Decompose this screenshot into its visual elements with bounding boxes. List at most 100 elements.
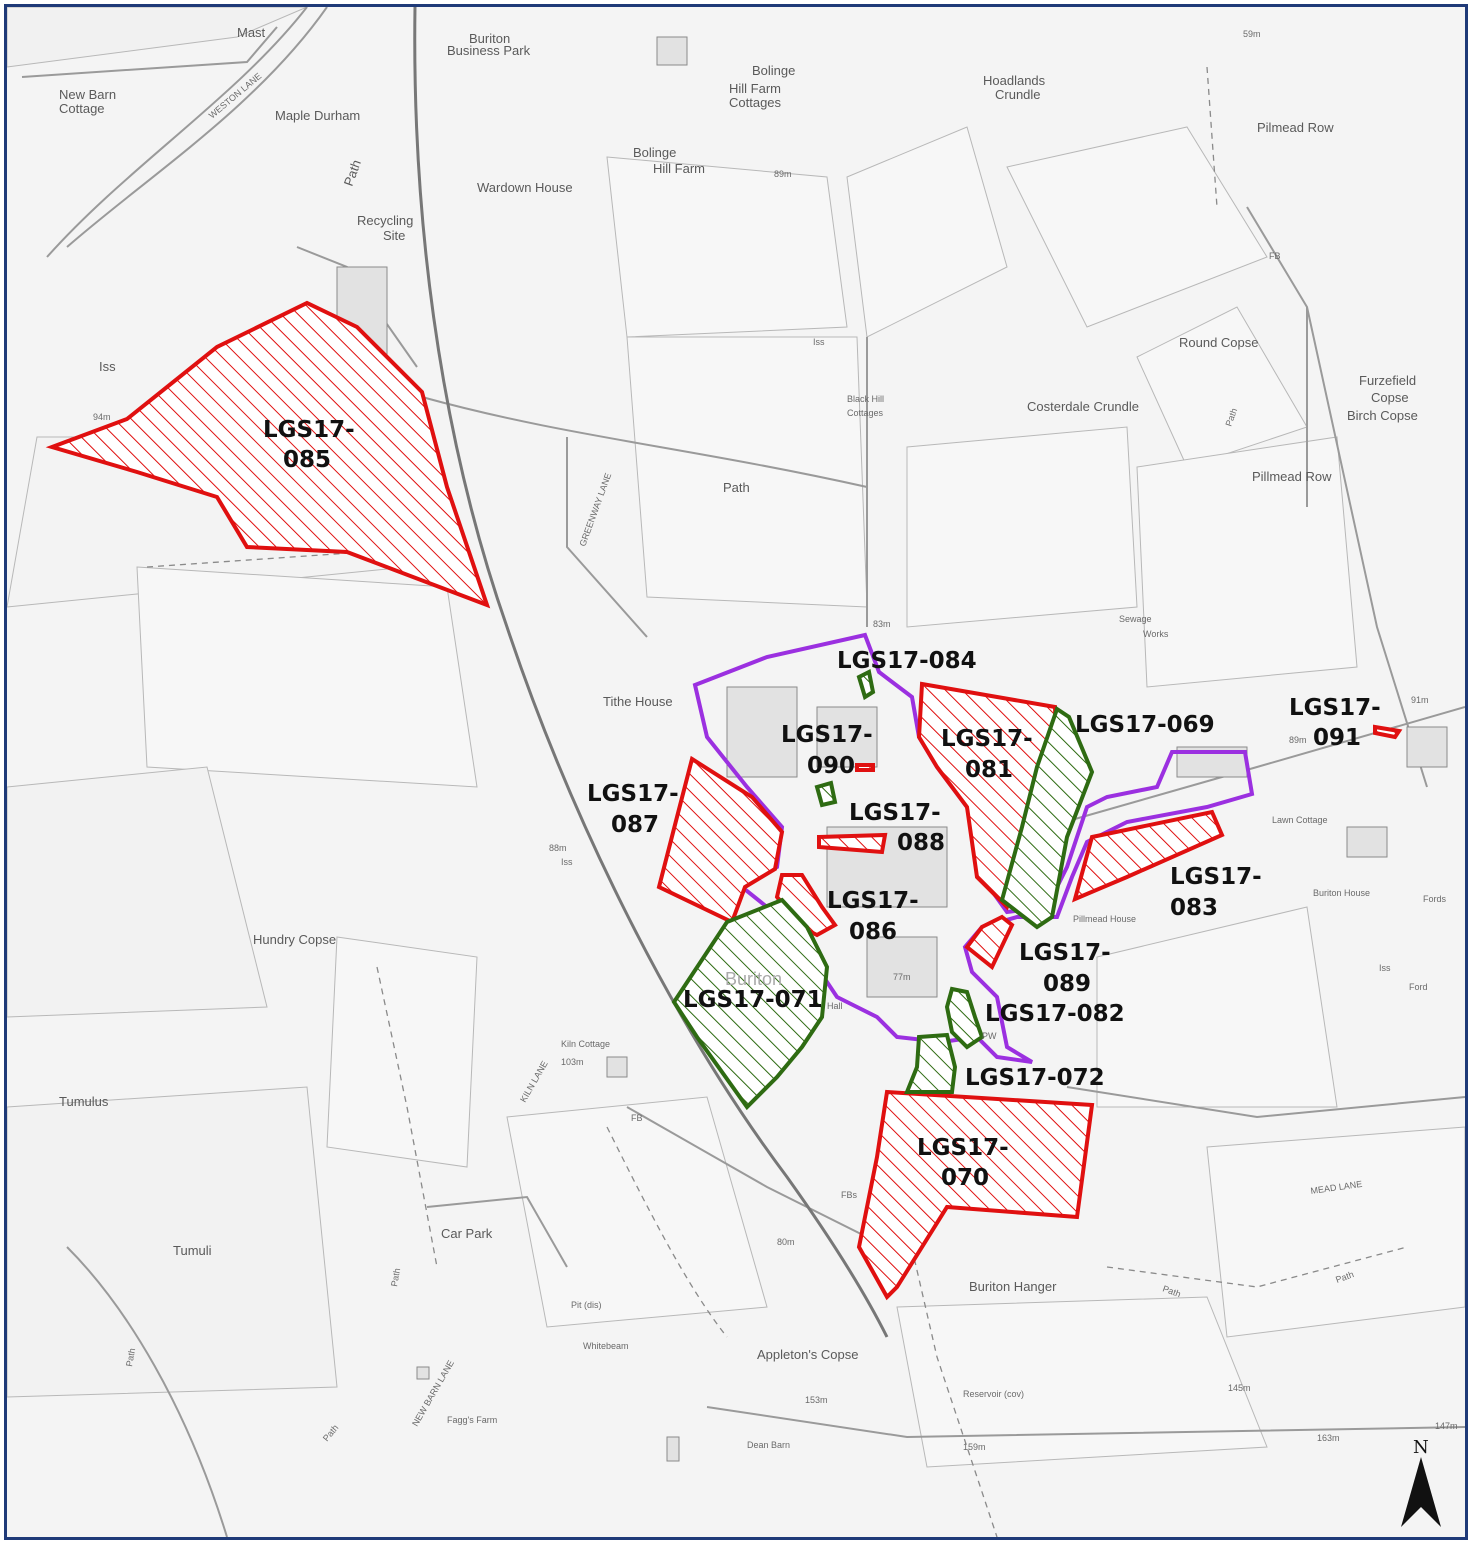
place-label: Iss xyxy=(813,337,825,347)
site-polygon-090b[interactable] xyxy=(814,780,838,808)
place-label: Fords xyxy=(1423,894,1447,904)
place-label: FB xyxy=(631,1113,643,1123)
site-label-090-line1: LGS17- xyxy=(781,722,873,748)
place-label: Costerdale Crundle xyxy=(1027,399,1139,414)
place-label: 89m xyxy=(1289,735,1307,745)
place-label: KILN LANE xyxy=(518,1059,550,1104)
place-label: Bolinge xyxy=(633,145,676,160)
place-label: Lawn Cottage xyxy=(1272,815,1328,825)
place-label: Cottage xyxy=(59,101,105,116)
place-label: Iss xyxy=(99,359,116,374)
site-label-081-line2: 081 xyxy=(965,757,1013,783)
place-label: Pilmead Row xyxy=(1257,120,1334,135)
place-label: Round Copse xyxy=(1179,335,1259,350)
map-canvas[interactable]: Mast Buriton Business Park New Barn Cott… xyxy=(7,7,1465,1537)
place-label: Buriton House xyxy=(1313,888,1370,898)
place-label: Tithe House xyxy=(603,694,673,709)
place-label: Hill Farm xyxy=(729,81,781,96)
place-label: Cottages xyxy=(729,95,782,110)
place-label: 91m xyxy=(1411,695,1429,705)
place-label: 153m xyxy=(805,1395,828,1405)
place-label: PW xyxy=(982,1031,997,1041)
site-label-085-line2: 085 xyxy=(283,447,331,473)
place-label: Bolinge xyxy=(752,63,795,78)
site-polygon-087[interactable] xyxy=(656,755,785,925)
place-label: Cottages xyxy=(847,408,884,418)
place-label: 159m xyxy=(963,1442,986,1452)
place-label: Tumulus xyxy=(59,1094,109,1109)
site-polygon-083[interactable] xyxy=(1071,809,1225,903)
site-polygon-072[interactable] xyxy=(904,1032,958,1094)
north-arrow: N xyxy=(1401,1437,1441,1527)
place-label: 77m xyxy=(893,972,911,982)
site-polygon-091[interactable] xyxy=(1373,724,1403,740)
place-label: 89m xyxy=(774,169,792,179)
place-label: Kiln Cottage xyxy=(561,1039,610,1049)
place-label: Birch Copse xyxy=(1347,408,1418,423)
site-polygon-085[interactable] xyxy=(45,300,491,609)
place-label: Pillmead House xyxy=(1073,914,1136,924)
place-label: Pit (dis) xyxy=(571,1300,602,1310)
place-label: 94m xyxy=(93,412,111,422)
site-label-083-line1: LGS17- xyxy=(1170,864,1262,890)
site-label-071: LGS17-071 xyxy=(683,987,823,1013)
site-label-070-line1: LGS17- xyxy=(917,1135,1009,1161)
place-label: Wardown House xyxy=(477,180,573,195)
place-label: Path xyxy=(321,1423,341,1444)
place-label: Buriton Hanger xyxy=(969,1279,1057,1294)
north-label: N xyxy=(1413,1437,1429,1458)
place-label: Hall xyxy=(827,1001,843,1011)
place-label: FB xyxy=(1269,251,1281,261)
site-polygon-090[interactable] xyxy=(855,763,875,772)
site-label-091-line1: LGS17- xyxy=(1289,695,1381,721)
place-label: Dean Barn xyxy=(747,1440,790,1450)
site-labels: LGS17- 085 LGS17-084 LGS17- 090 LGS17- 0… xyxy=(263,417,1381,1191)
place-label: Ford xyxy=(1409,982,1428,992)
place-label: Business Park xyxy=(447,43,531,58)
site-label-091-line2: 091 xyxy=(1313,725,1361,751)
place-label: Appleton's Copse xyxy=(757,1347,859,1362)
place-label: Iss xyxy=(561,857,573,867)
place-label: 147m xyxy=(1435,1421,1458,1431)
site-label-082: LGS17-082 xyxy=(985,1001,1125,1027)
place-label: Tumuli xyxy=(173,1243,212,1258)
place-label: Sewage xyxy=(1119,614,1152,624)
place-label: 103m xyxy=(561,1057,584,1067)
place-label: GREENWAY LANE xyxy=(577,472,613,548)
site-polygon-070[interactable] xyxy=(856,1089,1095,1301)
site-label-085-line1: LGS17- xyxy=(263,417,355,443)
site-polygon-071[interactable] xyxy=(671,897,830,1111)
site-label-072: LGS17-072 xyxy=(965,1065,1105,1091)
place-label: WESTON LANE xyxy=(207,71,263,121)
buildings xyxy=(336,36,1448,1462)
site-polygon-089[interactable] xyxy=(964,914,1015,971)
place-label: Fagg's Farm xyxy=(447,1415,497,1425)
site-label-069: LGS17-069 xyxy=(1075,712,1215,738)
place-label: Recycling xyxy=(357,213,413,228)
place-label: Hundry Copse xyxy=(253,932,336,947)
site-polygon-069[interactable] xyxy=(999,705,1095,930)
place-label: Car Park xyxy=(441,1226,493,1241)
railway xyxy=(413,7,889,1338)
place-label: Path xyxy=(124,1347,137,1367)
place-label: Path xyxy=(389,1267,402,1287)
place-label: Works xyxy=(1143,629,1169,639)
site-polygon-082[interactable] xyxy=(944,986,985,1050)
place-label: Buriton xyxy=(469,31,510,46)
site-label-087-line1: LGS17- xyxy=(587,781,679,807)
place-label: Site xyxy=(383,228,405,243)
site-label-088-line2: 088 xyxy=(897,830,945,856)
site-label-086-line1: LGS17- xyxy=(827,888,919,914)
place-label: Hill Farm xyxy=(653,161,705,176)
place-label: Hoadlands xyxy=(983,73,1046,88)
place-label: Path xyxy=(723,480,750,495)
place-label: 145m xyxy=(1228,1383,1251,1393)
place-label: Mast xyxy=(237,25,266,40)
place-label: Reservoir (cov) xyxy=(963,1389,1024,1399)
place-label: 80m xyxy=(777,1237,795,1247)
place-label: New Barn xyxy=(59,87,116,102)
site-polygon-088[interactable] xyxy=(817,832,888,855)
site-polygon-084[interactable] xyxy=(856,669,876,701)
site-label-081-line1: LGS17- xyxy=(941,726,1033,752)
place-label: FBs xyxy=(841,1190,858,1200)
